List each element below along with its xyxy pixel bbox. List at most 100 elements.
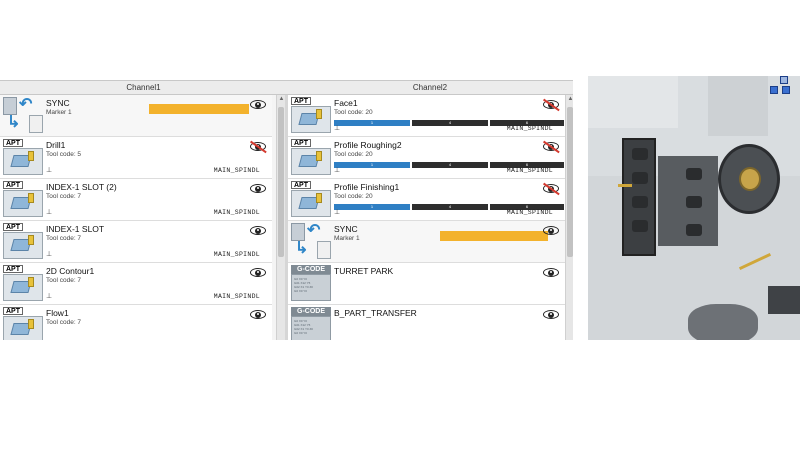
sync-bar <box>149 104 249 114</box>
operation-subtitle: Tool code: 20 <box>334 193 373 200</box>
view-cube-icon[interactable] <box>780 76 788 84</box>
channel-divider[interactable] <box>285 95 288 340</box>
eye-icon[interactable] <box>250 267 266 278</box>
operation-row[interactable]: APT Profile Finishing1 Tool code: 20 1 4… <box>288 179 565 221</box>
view-cube-icon[interactable] <box>770 86 778 94</box>
apt-thumbnail: APT <box>3 307 43 340</box>
operation-title: INDEX-1 SLOT <box>46 224 105 234</box>
sync-rect-a <box>3 97 17 115</box>
operation-subtitle: Tool code: 7 <box>46 319 82 326</box>
apt-thumbnail: APT <box>3 223 43 259</box>
sync-icon: ↶ ↳ <box>3 97 43 135</box>
view-cube-tools[interactable] <box>768 76 798 98</box>
eye-icon[interactable] <box>543 267 559 278</box>
sub-spindle <box>688 304 758 340</box>
channel2-scrollbar[interactable]: ▲ <box>565 95 573 340</box>
operation-title: Drill1 <box>46 140 66 150</box>
view-cube-icon[interactable] <box>782 86 790 94</box>
progress-seg-2: 4 <box>412 162 488 168</box>
operation-subtitle: Tool code: 7 <box>46 235 82 242</box>
scroll-thumb[interactable] <box>567 107 573 257</box>
apt-label: APT <box>3 265 23 273</box>
operation-row[interactable]: APT Drill1 Tool code: 5 ⊥ MAIN_SPINDL <box>0 137 272 179</box>
spindle-label: MAIN_SPINDL <box>213 251 260 258</box>
apt-thumbnail: APT <box>291 139 331 175</box>
part-preview-icon <box>3 190 43 217</box>
toolholder <box>686 168 702 180</box>
apt-thumbnail: APT <box>3 265 43 301</box>
operation-row[interactable]: APT INDEX-1 SLOT Tool code: 7 ⊥ MAIN_SPI… <box>0 221 272 263</box>
operation-subtitle: Tool code: 7 <box>46 277 82 284</box>
operation-subtitle: Tool code: 5 <box>46 151 82 158</box>
progress-seg-1: 1 <box>334 204 410 210</box>
eye-hidden-icon[interactable] <box>543 182 560 195</box>
axis-icon: ⊥ <box>46 293 53 300</box>
axis-icon: ⊥ <box>46 209 53 216</box>
spindle-label: MAIN_SPINDL <box>506 125 553 132</box>
machine-wall <box>708 76 768 136</box>
progress-seg-1: 1 <box>334 120 410 126</box>
operation-title: INDEX-1 SLOT (2) <box>46 182 117 192</box>
axis-icon: ⊥ <box>334 167 341 174</box>
operation-row[interactable]: APT Face1 Tool code: 20 1 4 6 ⊥ MAIN_SPI… <box>288 95 565 137</box>
operation-title: Profile Finishing1 <box>334 182 400 192</box>
toolholder <box>686 224 702 236</box>
eye-icon[interactable] <box>250 225 266 236</box>
progress-seg-2: 4 <box>412 120 488 126</box>
progress-track: 1 4 6 <box>334 162 564 168</box>
progress-seg-3: 6 <box>490 120 564 126</box>
operation-row[interactable]: APT Flow1 Tool code: 7 <box>0 305 272 340</box>
gcode-label: G-CODE <box>291 307 331 316</box>
toolholder <box>632 220 648 232</box>
apt-label: APT <box>3 181 23 189</box>
toolholder <box>632 148 648 160</box>
channel1-list: ↶ ↳ SYNC Marker 1 APT Drill1 Tool code: … <box>0 95 272 340</box>
sync-arrow-icon: ↳ <box>7 114 21 131</box>
apt-label: APT <box>3 223 23 231</box>
progress-track: 1 4 6 <box>334 204 564 210</box>
operation-row[interactable]: APT 2D Contour1 Tool code: 7 ⊥ MAIN_SPIN… <box>0 263 272 305</box>
sync-arrow-icon: ↶ <box>307 222 321 239</box>
part-preview-icon <box>3 274 43 301</box>
toolholder <box>632 172 648 184</box>
channel1-header: Channel1 <box>0 81 287 95</box>
progress-track: 1 4 6 <box>334 120 564 126</box>
sync-rect-b <box>317 241 331 259</box>
eye-hidden-icon[interactable] <box>543 98 560 111</box>
spindle-label: MAIN_SPINDL <box>506 167 553 174</box>
part-preview-icon <box>291 106 331 133</box>
eye-hidden-icon[interactable] <box>543 140 560 153</box>
machine-simulation-view[interactable] <box>588 76 800 340</box>
apt-label: APT <box>291 181 311 189</box>
axis-icon: ⊥ <box>46 167 53 174</box>
operation-subtitle: Marker 1 <box>46 109 72 116</box>
operation-row[interactable]: APT INDEX-1 SLOT (2) Tool code: 7 ⊥ MAIN… <box>0 179 272 221</box>
machine-wall <box>588 76 678 128</box>
eye-icon[interactable] <box>250 183 266 194</box>
operation-row[interactable]: ↶ ↳ SYNC Marker 1 <box>0 95 272 137</box>
sync-arrow-icon: ↶ <box>19 96 33 113</box>
eye-icon[interactable] <box>250 99 266 110</box>
channel1-scrollbar[interactable]: ▲ <box>276 95 285 340</box>
spindle-label: MAIN_SPINDL <box>506 209 553 216</box>
scroll-up-icon[interactable]: ▲ <box>278 96 285 102</box>
toolholder <box>686 196 702 208</box>
sync-icon: ↶ ↳ <box>291 223 331 261</box>
eye-hidden-icon[interactable] <box>250 140 267 153</box>
progress-seg-3: 6 <box>490 162 564 168</box>
operation-title: Profile Roughing2 <box>334 140 402 150</box>
apt-label: APT <box>3 307 23 315</box>
eye-icon[interactable] <box>543 225 559 236</box>
operation-title: Face1 <box>334 98 358 108</box>
scroll-up-icon[interactable]: ▲ <box>567 96 573 102</box>
scroll-thumb[interactable] <box>278 107 284 257</box>
eye-icon[interactable] <box>250 309 266 320</box>
operation-row[interactable]: APT Profile Roughing2 Tool code: 20 1 4 … <box>288 137 565 179</box>
operation-row[interactable]: ↶ ↳ SYNC Marker 1 <box>288 221 565 263</box>
eye-icon[interactable] <box>543 309 559 320</box>
